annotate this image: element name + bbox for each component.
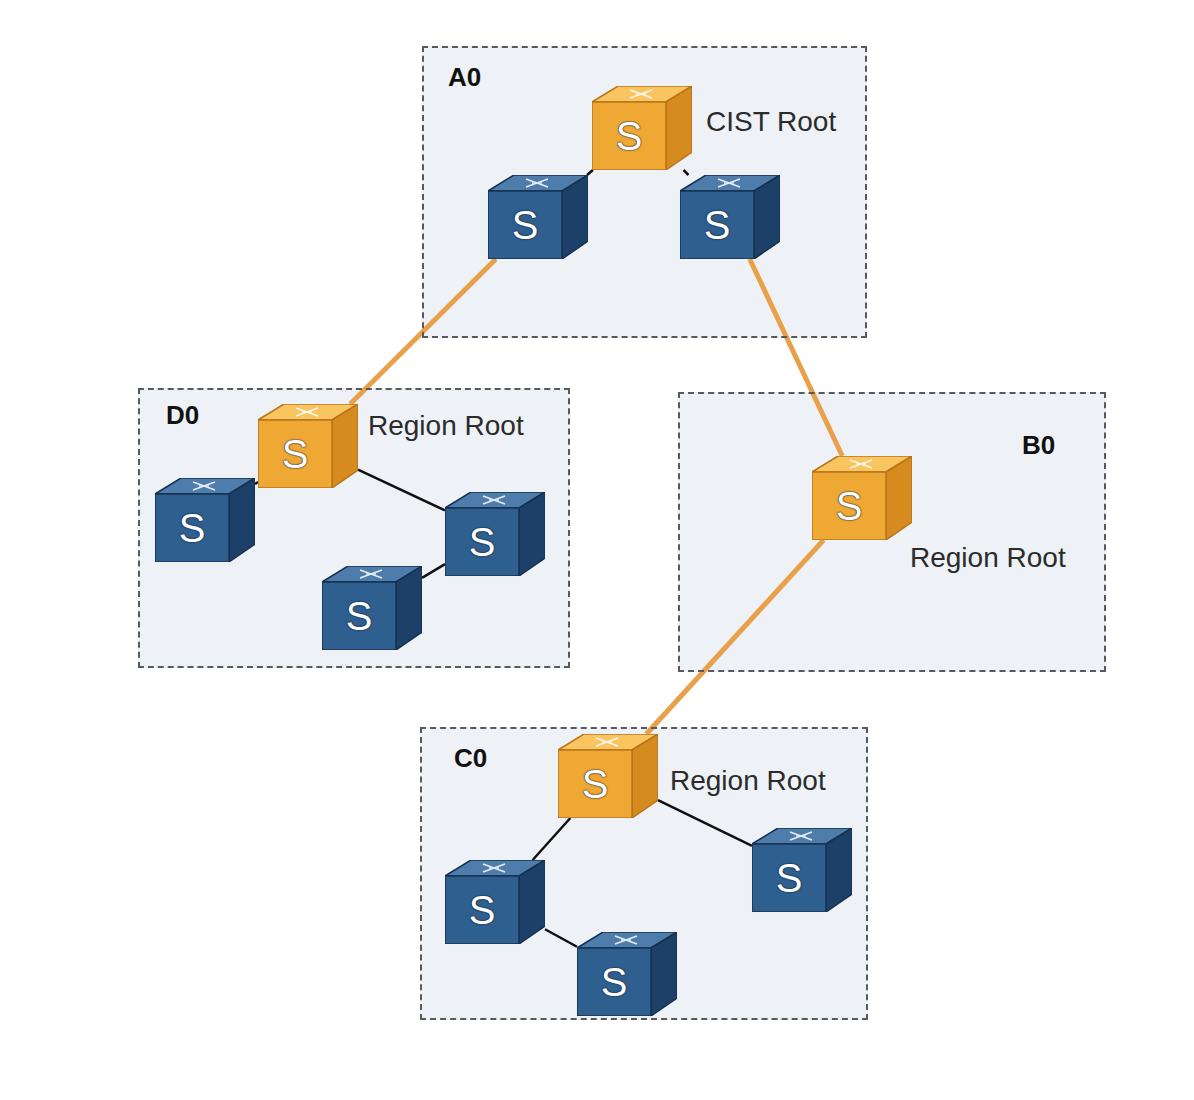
switch-letter: S — [445, 876, 519, 944]
switch: S — [445, 492, 545, 576]
switch: S — [155, 478, 255, 562]
switch-link — [358, 470, 445, 511]
root-switch: S — [558, 734, 658, 818]
switch-letter: S — [577, 948, 651, 1016]
switch-link — [545, 929, 577, 946]
switch-letter: S — [592, 102, 666, 170]
switch-letter: S — [680, 191, 754, 259]
inter-region-link — [750, 259, 843, 456]
switch-letter: S — [488, 191, 562, 259]
cist-root-label: CIST Root — [706, 106, 836, 138]
switch-letter: S — [155, 494, 229, 562]
switch-letter: S — [258, 420, 332, 488]
region-name: C0 — [454, 743, 487, 774]
switch: S — [488, 175, 588, 259]
switch: S — [322, 566, 422, 650]
switch-link — [658, 800, 752, 846]
region-fill — [138, 388, 570, 668]
switch-link — [684, 170, 689, 175]
switch-letter: S — [752, 844, 826, 912]
root-switch: S — [258, 404, 358, 488]
switch: S — [445, 860, 545, 944]
region-root-label: Region Root — [368, 410, 524, 442]
inter-region-link — [646, 540, 823, 734]
switch-link — [533, 818, 571, 860]
region-name: B0 — [1022, 430, 1055, 461]
switch-letter: S — [558, 750, 632, 818]
region-fill — [678, 392, 1106, 672]
switch-link — [422, 564, 445, 578]
switch-letter: S — [322, 582, 396, 650]
root-switch: S — [592, 86, 692, 170]
switch-letter: S — [445, 508, 519, 576]
switch: S — [680, 175, 780, 259]
root-switch: S — [812, 456, 912, 540]
region-root-label: Region Root — [670, 765, 826, 797]
region-name: D0 — [166, 400, 199, 431]
switch-letter: S — [812, 472, 886, 540]
region-fill — [420, 727, 868, 1020]
switch: S — [577, 932, 677, 1016]
region-box: B0S — [678, 392, 1106, 672]
switch: S — [752, 828, 852, 912]
region-root-label: Region Root — [910, 542, 1066, 574]
region-box: A0SSS — [422, 46, 867, 338]
region-name: A0 — [448, 62, 481, 93]
region-fill — [422, 46, 867, 338]
